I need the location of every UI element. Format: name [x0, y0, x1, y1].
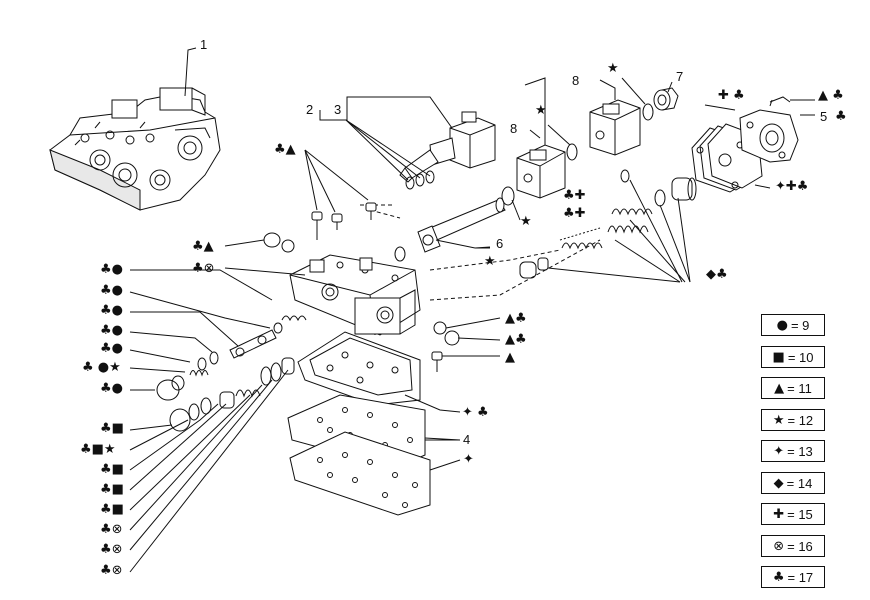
separator-plate	[297, 331, 421, 406]
legend-item-15: ✚= 15	[761, 503, 825, 525]
symbol-star-8b: ★	[607, 61, 619, 76]
symbol-plus-club-mid: ✦ ♣	[462, 405, 489, 420]
end-cover-5	[739, 109, 799, 163]
lower-plate	[289, 431, 431, 516]
left-symbol-12: ♣■	[100, 502, 124, 517]
legend-item-9: ●= 9	[761, 314, 825, 336]
left-symbol-1: ♣●	[100, 262, 123, 277]
left-symbol-15: ♣⊗	[100, 563, 123, 578]
symbol-star-8a: ★	[535, 103, 547, 118]
symbol-club-5: ♣	[835, 109, 847, 124]
left-exploded-parts	[156, 315, 307, 432]
screws-top	[311, 202, 377, 240]
legend-item-14: ◆= 14	[761, 472, 825, 494]
symbol-triangle-club-r1: ▲♣	[505, 311, 527, 326]
legend-item-12: ★= 12	[761, 409, 825, 431]
left-symbol-5: ♣●	[100, 341, 123, 356]
symbol-triangle-club-r2: ▲♣	[505, 332, 527, 347]
symbol-top-club-triangle: ♣▲	[274, 142, 296, 157]
symbol-plus-4: ✦	[463, 452, 474, 467]
symbol-club-otimes: ♣⊗	[192, 261, 215, 276]
callout-7: 7	[676, 69, 684, 84]
symbol-triangle-r3: ▲	[505, 350, 515, 365]
coil-block-8a	[516, 144, 566, 199]
left-symbol-8: ♣■	[100, 421, 124, 436]
symbol-star-body: ★	[484, 254, 496, 269]
valve-spool-6	[394, 197, 506, 262]
left-symbol-9: ♣■★	[80, 442, 116, 457]
left-symbol-2: ♣●	[100, 283, 123, 298]
callout-5: 5	[820, 109, 828, 124]
left-symbol-4: ♣●	[100, 323, 123, 338]
flange-gaskets	[691, 123, 763, 193]
callout-1: 1	[200, 37, 208, 52]
symbol-diamond-club: ◆♣	[706, 267, 728, 282]
left-symbol-3: ♣●	[100, 303, 123, 318]
coil-block-8b	[589, 99, 641, 156]
legend-item-16: ⊗= 16	[761, 535, 825, 557]
legend-item-11: ▲= 11	[761, 377, 825, 399]
symbol-star-6: ★	[520, 214, 532, 229]
symbol-plus-cross-club: ✦✚♣	[775, 179, 809, 194]
callout-6: 6	[496, 236, 504, 251]
left-symbol-11: ♣■	[100, 482, 124, 497]
symbol-club-cross-a: ♣✚	[563, 188, 586, 203]
nut-7	[653, 87, 679, 111]
legend-item-17: ♣= 17	[761, 566, 825, 588]
symbol-triangle-club: ▲ ♣	[818, 88, 844, 103]
symbol-club-triangle-left: ♣▲	[192, 239, 214, 254]
valve-body	[289, 254, 421, 336]
legend-item-10: ■= 10	[761, 346, 825, 368]
left-symbol-10: ♣■	[100, 462, 124, 477]
callout-8b: 8	[572, 73, 580, 88]
callout-8a: 8	[510, 121, 518, 136]
left-symbol-14: ♣⊗	[100, 542, 123, 557]
assembly-overview	[49, 87, 221, 211]
left-symbol-7: ♣●	[100, 381, 123, 396]
legend-item-13: ✦= 13	[761, 440, 825, 462]
callout-4: 4	[463, 432, 471, 447]
callout-2: 2	[306, 102, 314, 117]
left-symbol-6: ♣ ●★	[82, 360, 121, 375]
solenoid-valve	[399, 111, 496, 183]
callout-3: 3	[334, 102, 342, 117]
symbol-club-cross-b: ♣✚	[563, 206, 586, 221]
left-symbol-13: ♣⊗	[100, 522, 123, 537]
symbol-cross-club: ✚ ♣	[718, 88, 745, 103]
